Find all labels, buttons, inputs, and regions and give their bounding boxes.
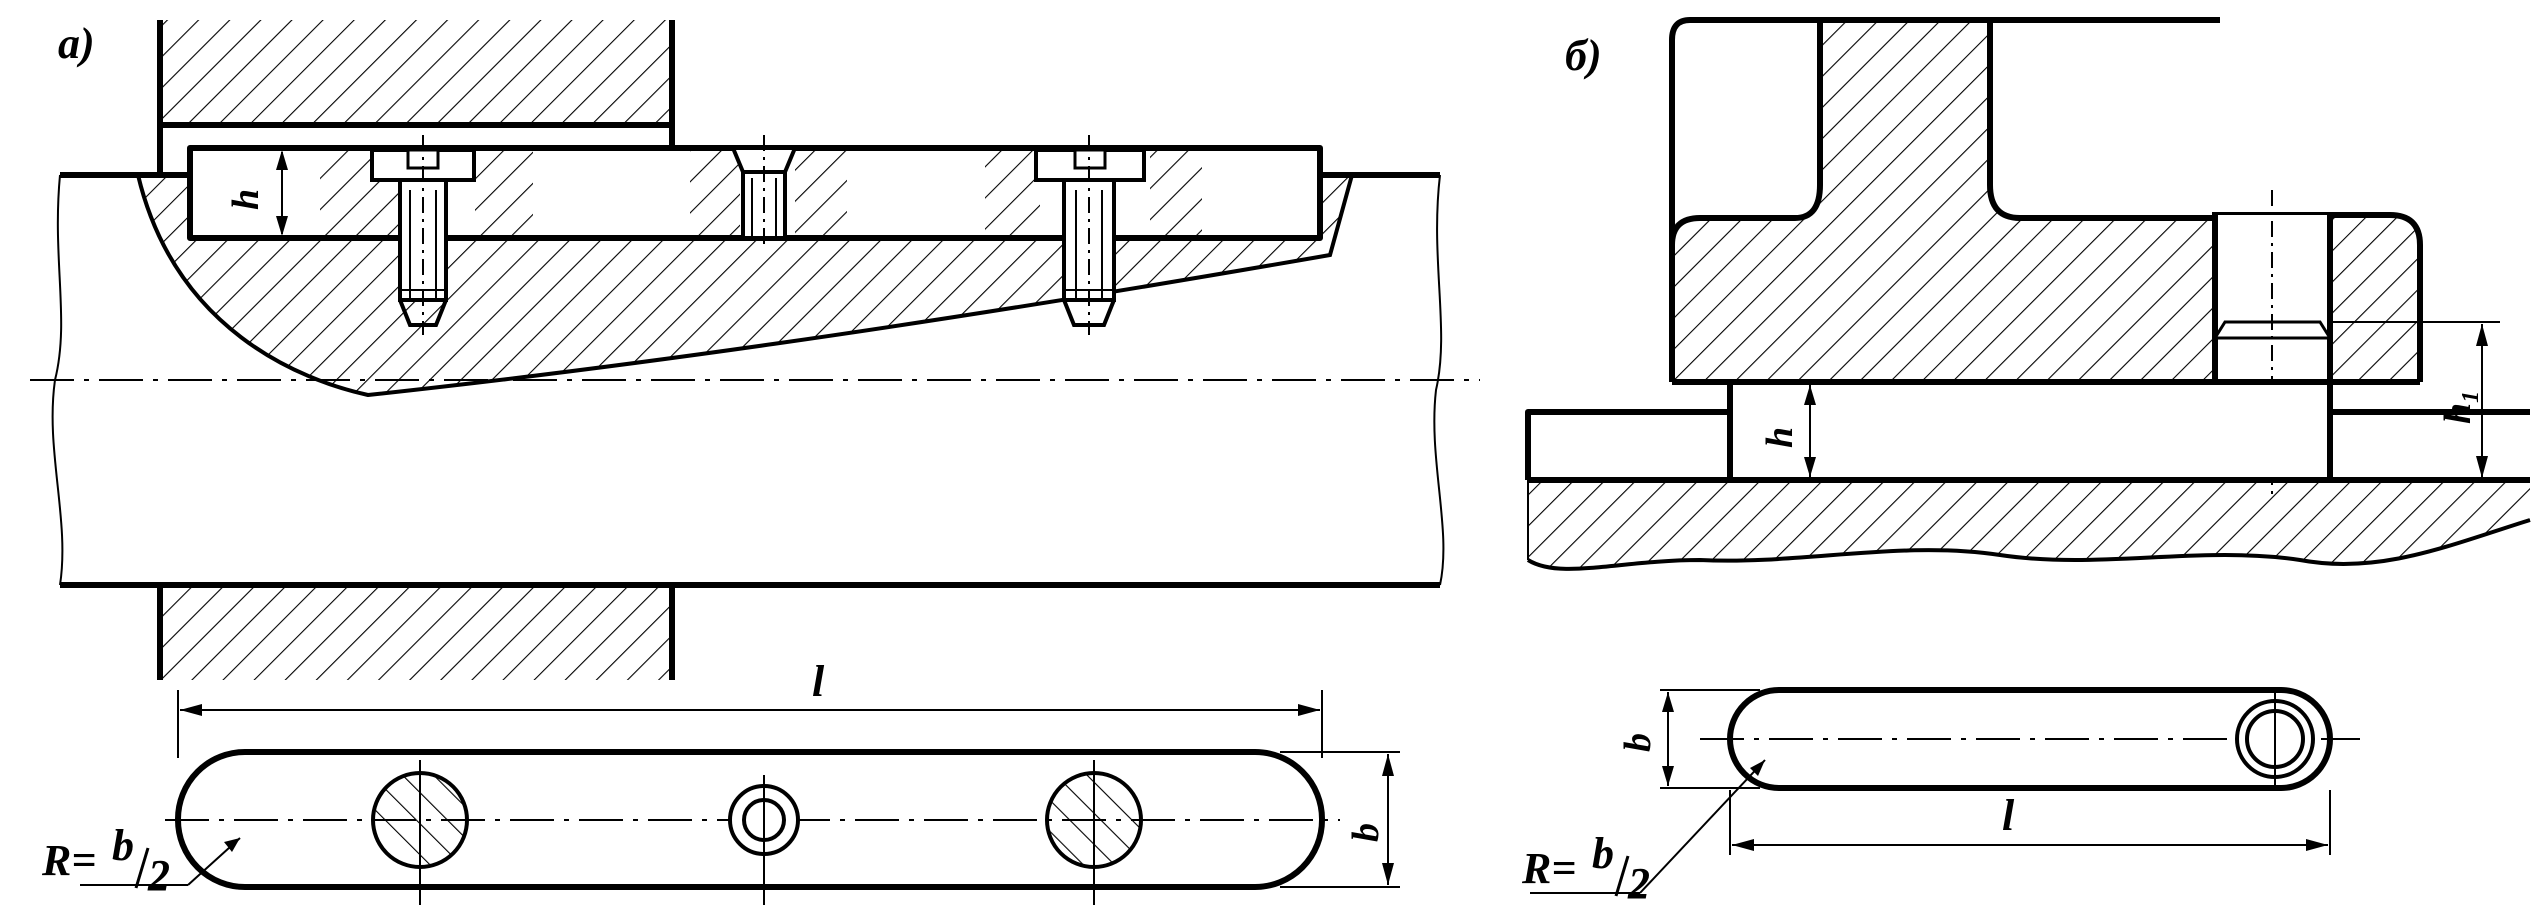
shaft-b: [1525, 409, 2531, 571]
radius-leader-b: R= b 2: [1521, 759, 1766, 908]
hub-upper: [157, 20, 675, 175]
view-a: а): [30, 19, 1480, 905]
dimension-l-b: l: [1729, 790, 2331, 855]
dimension-h1-b: h1: [2330, 321, 2500, 481]
dimension-b-b: b: [1617, 689, 1760, 789]
radius-b-num: b: [1592, 829, 1614, 878]
key-a-plan: [165, 749, 1340, 905]
radius-a-R: R=: [41, 836, 96, 885]
set-screw-middle: [730, 135, 798, 250]
hub-lower: [157, 582, 675, 680]
dim-b-a-label: b: [1345, 823, 1387, 842]
dim-h-b-label: h: [1759, 427, 1801, 448]
screw-left: [370, 135, 476, 335]
dimension-h-b: h: [1759, 385, 1816, 477]
view-b: б): [1521, 17, 2531, 908]
radius-a-num: b: [112, 821, 134, 870]
dim-l-b-label: l: [2002, 791, 2015, 840]
dimension-l-a: l: [177, 657, 1323, 758]
radius-leader-a: R= b 2: [41, 821, 241, 900]
dimension-h-a: h: [225, 150, 288, 236]
dimension-b-a: b: [1280, 751, 1400, 888]
radius-b-den: 2: [1627, 859, 1650, 908]
dim-l-a-label: l: [812, 657, 825, 706]
dim-b-b-label: b: [1617, 733, 1659, 752]
view-a-label: а): [58, 19, 95, 68]
screw-right: [1034, 135, 1146, 335]
key-b-plan: [1700, 687, 2360, 791]
view-b-label: б): [1565, 31, 1602, 80]
dim-h-a-label: h: [225, 189, 267, 210]
radius-a-den: 2: [147, 851, 170, 900]
dim-h1-b-label: h1: [2437, 391, 2484, 424]
radius-b-R: R=: [1521, 844, 1576, 893]
key-b: [1727, 379, 2333, 483]
